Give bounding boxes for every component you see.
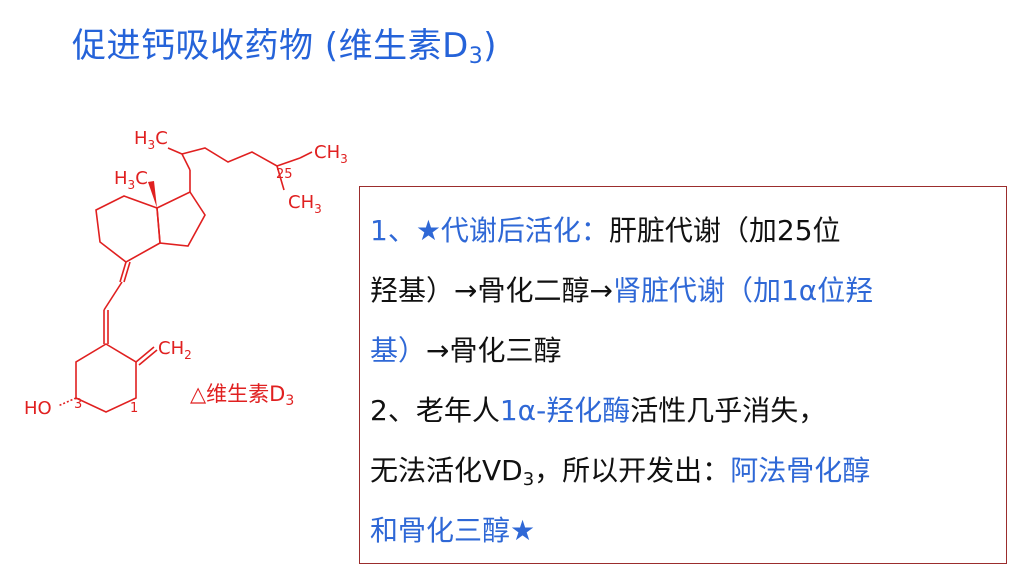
- note-line-6-highlight: 和骨化三醇★: [370, 514, 536, 547]
- slide-title: 促进钙吸收药物 (维生素D3): [72, 18, 497, 69]
- ch3-a-label: CH3: [314, 142, 348, 166]
- six-ring: [95, 195, 161, 263]
- bond: [299, 151, 313, 159]
- note-line-4-highlight: 1α-羟化酶: [499, 394, 631, 427]
- ch3-b-label: CH3: [288, 192, 322, 216]
- note-line-3-text: →骨化三醇: [426, 334, 562, 367]
- note-line-3-highlight: 基）: [370, 334, 427, 367]
- title-subscript: 3: [468, 44, 484, 69]
- note-line-2-highlight: 肾脏代谢（加1α位羟: [612, 274, 874, 307]
- bond: [138, 349, 158, 366]
- note-line-5-highlight: 阿法骨化醇: [730, 454, 871, 487]
- title-text: 促进钙吸收药物 (维生素D: [72, 26, 469, 66]
- position-1-label: 1: [130, 401, 138, 416]
- caption-subscript: 3: [285, 393, 295, 409]
- vitamin-d3-structure: H3C H3C CH3 CH3 CH2 HO 25 3 1: [0, 100, 360, 430]
- side-chain-bond: [181, 147, 301, 167]
- ho-label: HO: [24, 398, 52, 419]
- position-3-label: 3: [74, 397, 82, 412]
- note-line-4-text-a: 2、老年人: [370, 394, 500, 427]
- note-line-4: 2、老年人1α-羟化酶活性几乎消失，: [370, 389, 826, 429]
- note-line-4-text-b: 活性几乎消失，: [630, 394, 827, 427]
- ch2-label: CH2: [158, 338, 192, 362]
- hashed-bond: [57, 397, 77, 407]
- note-line-5-subscript: 3: [522, 469, 535, 490]
- bond: [276, 165, 285, 191]
- a-ring: [75, 343, 137, 413]
- h3c-top-label: H3C: [134, 128, 168, 152]
- note-line-5-text-a: 无法活化VD: [370, 454, 523, 487]
- bond: [167, 147, 191, 171]
- vitamin-d3-structure-diagram: H3C H3C CH3 CH3 CH2 HO 25 3 1: [24, 128, 348, 419]
- note-line-3: 基）→骨化三醇: [370, 329, 561, 369]
- note-line-1-text: 肝脏代谢（加25位: [608, 214, 841, 247]
- five-ring: [156, 190, 206, 247]
- note-line-1-highlight: 1、★代谢后活化：: [370, 214, 609, 247]
- h3c-mid-label: H3C: [114, 168, 148, 192]
- wedge-bond: [148, 181, 157, 208]
- note-line-5: 无法活化VD3，所以开发出：阿法骨化醇: [370, 449, 870, 490]
- caption-text: △维生素D: [190, 382, 286, 406]
- note-line-2: 羟基）→骨化二醇→肾脏代谢（加1α位羟: [370, 269, 873, 309]
- structure-caption: △维生素D3: [190, 378, 294, 409]
- note-line-6: 和骨化三醇★: [370, 509, 535, 549]
- note-line-2-text: 羟基）→骨化二醇→: [370, 274, 613, 307]
- title-close-paren: ): [483, 26, 498, 66]
- notes-box: 1、★代谢后活化：肝脏代谢（加25位 羟基）→骨化二醇→肾脏代谢（加1α位羟 基…: [359, 186, 1007, 564]
- note-line-5-text-b: ，所以开发出：: [534, 454, 731, 487]
- bond: [119, 261, 127, 283]
- bond: [103, 281, 123, 311]
- bond: [135, 346, 155, 363]
- note-line-1: 1、★代谢后活化：肝脏代谢（加25位: [370, 209, 841, 249]
- position-25-label: 25: [276, 167, 293, 182]
- bond: [123, 261, 131, 283]
